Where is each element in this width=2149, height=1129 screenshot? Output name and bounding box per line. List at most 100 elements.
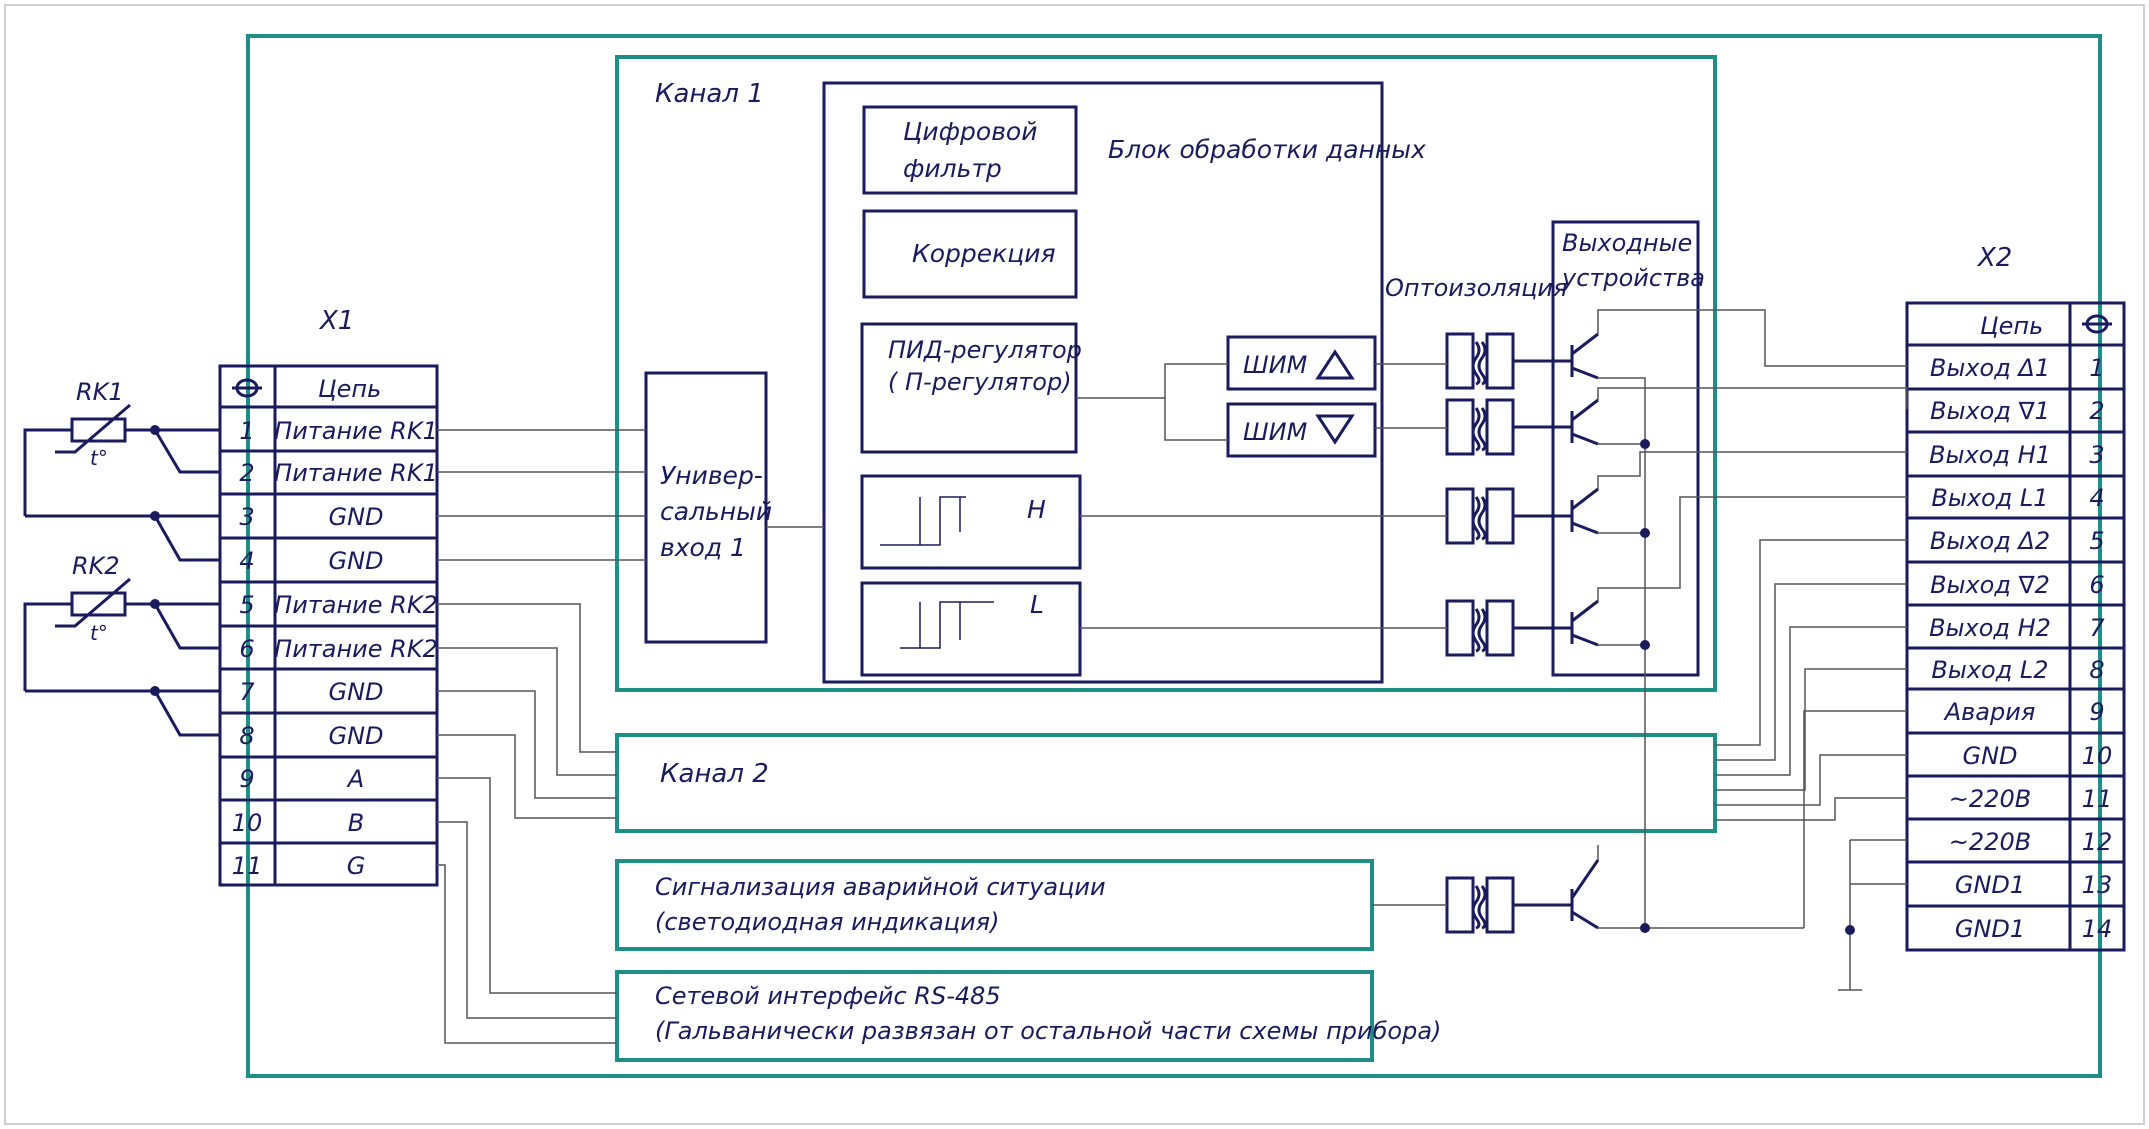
sensors-wiring	[23, 428, 220, 737]
x2-pin-name: Выход ∇1	[1930, 397, 2050, 425]
pid-line1: ПИД-регулятор	[888, 336, 1082, 364]
x2-pin-name: GND	[1962, 742, 2017, 770]
digital-filter-block	[862, 105, 1078, 195]
x2-pin-number: 12	[2082, 828, 2113, 856]
input-line1: Универ-	[660, 461, 763, 490]
junction-dots	[150, 425, 1855, 935]
x1-pin-name: GND	[328, 678, 383, 706]
data-processing-block	[822, 81, 1384, 684]
x2-pin-name: Выход Δ2	[1930, 527, 2050, 555]
thermistor-rk1-icon	[55, 403, 131, 454]
digital-filter-line1: Цифровой	[903, 117, 1037, 146]
x1-pin-name: GND	[328, 547, 383, 575]
outputs-line1: Выходные	[1562, 229, 1692, 257]
x1-pin-number: 5	[239, 591, 254, 619]
x1-pin-name: Питание RK2	[274, 635, 438, 663]
x2-title: X2	[1976, 243, 2012, 273]
universal-input-block	[644, 371, 768, 644]
h-label: H	[1027, 495, 1046, 524]
transistor-icon	[1513, 599, 1599, 647]
x2-pin-number: 6	[2089, 571, 2104, 599]
l-comparator-block	[860, 581, 1082, 677]
x2-pin-name: Выход L1	[1931, 484, 2048, 512]
channel1-frame	[615, 55, 1717, 692]
x1-pin-number: 3	[239, 503, 254, 531]
x1-pin-number: 9	[239, 765, 254, 793]
x1-pin-number: 8	[239, 722, 254, 750]
h-comparator-block	[860, 474, 1082, 570]
x1-pin-number: 11	[232, 852, 263, 880]
x2-pin-name: Выход H2	[1929, 614, 2051, 642]
channel2-block	[615, 733, 1717, 833]
x1-pin-name: A	[346, 765, 364, 793]
rk2-temp-label: t°	[90, 621, 108, 645]
transistors	[1513, 332, 1600, 930]
x1-pin-number: 10	[232, 809, 263, 837]
wiring	[437, 309, 1908, 1044]
rk1-label: RK1	[76, 378, 124, 406]
x2-header: Цепь	[1980, 312, 2043, 340]
x1-pin-number: 7	[239, 678, 255, 706]
x2-pin-name: Выход Δ1	[1930, 354, 2050, 382]
x1-pin-number: 1	[239, 417, 254, 445]
channel2-title: Канал 2	[660, 759, 769, 789]
x2-pin-number: 5	[2089, 527, 2104, 555]
transistor-icon	[1513, 859, 1600, 930]
pwm-down-block	[1226, 402, 1377, 458]
transistor-icon	[1513, 398, 1599, 446]
x1-pin-number: 2	[239, 459, 254, 487]
optoisolation-label: Оптоизоляция	[1385, 274, 1567, 302]
x2-pin-name: Авария	[1943, 698, 2036, 726]
x2-pin-number: 3	[2089, 441, 2104, 469]
l-hysteresis-icon	[900, 601, 994, 649]
data-block-title: Блок обработки данных	[1108, 135, 1426, 164]
optocoupler-icon	[1445, 398, 1515, 456]
alarm-line2: (светодиодная индикация)	[655, 908, 999, 936]
x2-pin-name: ~220В	[1949, 828, 2031, 856]
x2-pin-number: 9	[2089, 698, 2104, 726]
optocoupler-icon	[1445, 487, 1515, 545]
x2-pin-name: Выход ∇2	[1930, 571, 2050, 599]
transistor-icon	[1513, 332, 1599, 380]
x1-pin-number: 6	[239, 635, 254, 663]
x1-pin-name: Питание RK1	[274, 459, 438, 487]
input-line2: сальный	[660, 497, 772, 526]
x1-pin-number: 4	[239, 547, 254, 575]
transistor-icon	[1513, 487, 1599, 535]
optocoupler-icon	[1445, 332, 1515, 390]
channel1-title: Канал 1	[655, 79, 764, 109]
outer-border	[4, 4, 2145, 1125]
x1-pin-name: GND	[328, 503, 383, 531]
x2-pin-number: 11	[2082, 785, 2113, 813]
optocoupler-icon	[1445, 599, 1515, 657]
pid-line2: ( П-регулятор)	[888, 368, 1072, 396]
digital-filter-line2: фильтр	[903, 154, 1002, 183]
rk1-temp-label: t°	[90, 446, 108, 470]
network-block	[615, 970, 1374, 1062]
optocouplers	[1445, 332, 1515, 934]
x1-header: Цепь	[318, 375, 381, 403]
outputs-line2: устройства	[1561, 264, 1705, 292]
triangle-up-icon	[1315, 349, 1355, 380]
correction-label: Коррекция	[912, 239, 1056, 268]
x2-pin-number: 8	[2089, 656, 2104, 684]
x2-pin-number: 7	[2089, 614, 2105, 642]
network-line2: (Гальванически развязан от остальной час…	[655, 1017, 1441, 1045]
x2-pin-number: 14	[2082, 915, 2113, 943]
output-devices-block	[1551, 220, 1700, 677]
network-line1: Сетевой интерфейс RS-485	[655, 982, 1001, 1010]
pwm-up-label: ШИМ	[1243, 351, 1308, 379]
rk2-label: RK2	[72, 552, 120, 580]
optocoupler-icon	[1445, 876, 1515, 934]
pwm-down-label: ШИМ	[1243, 418, 1308, 446]
x2-pin-name: ~220В	[1949, 785, 2031, 813]
x2-pin-number: 10	[2082, 742, 2113, 770]
pwm-up-block	[1226, 335, 1377, 391]
x2-pin-number: 1	[2089, 354, 2104, 382]
triangle-down-icon	[1315, 414, 1355, 445]
x2-pin-name: Выход H1	[1929, 441, 2051, 469]
x2-pin-number: 4	[2089, 484, 2104, 512]
connector-x2	[1905, 301, 2126, 952]
